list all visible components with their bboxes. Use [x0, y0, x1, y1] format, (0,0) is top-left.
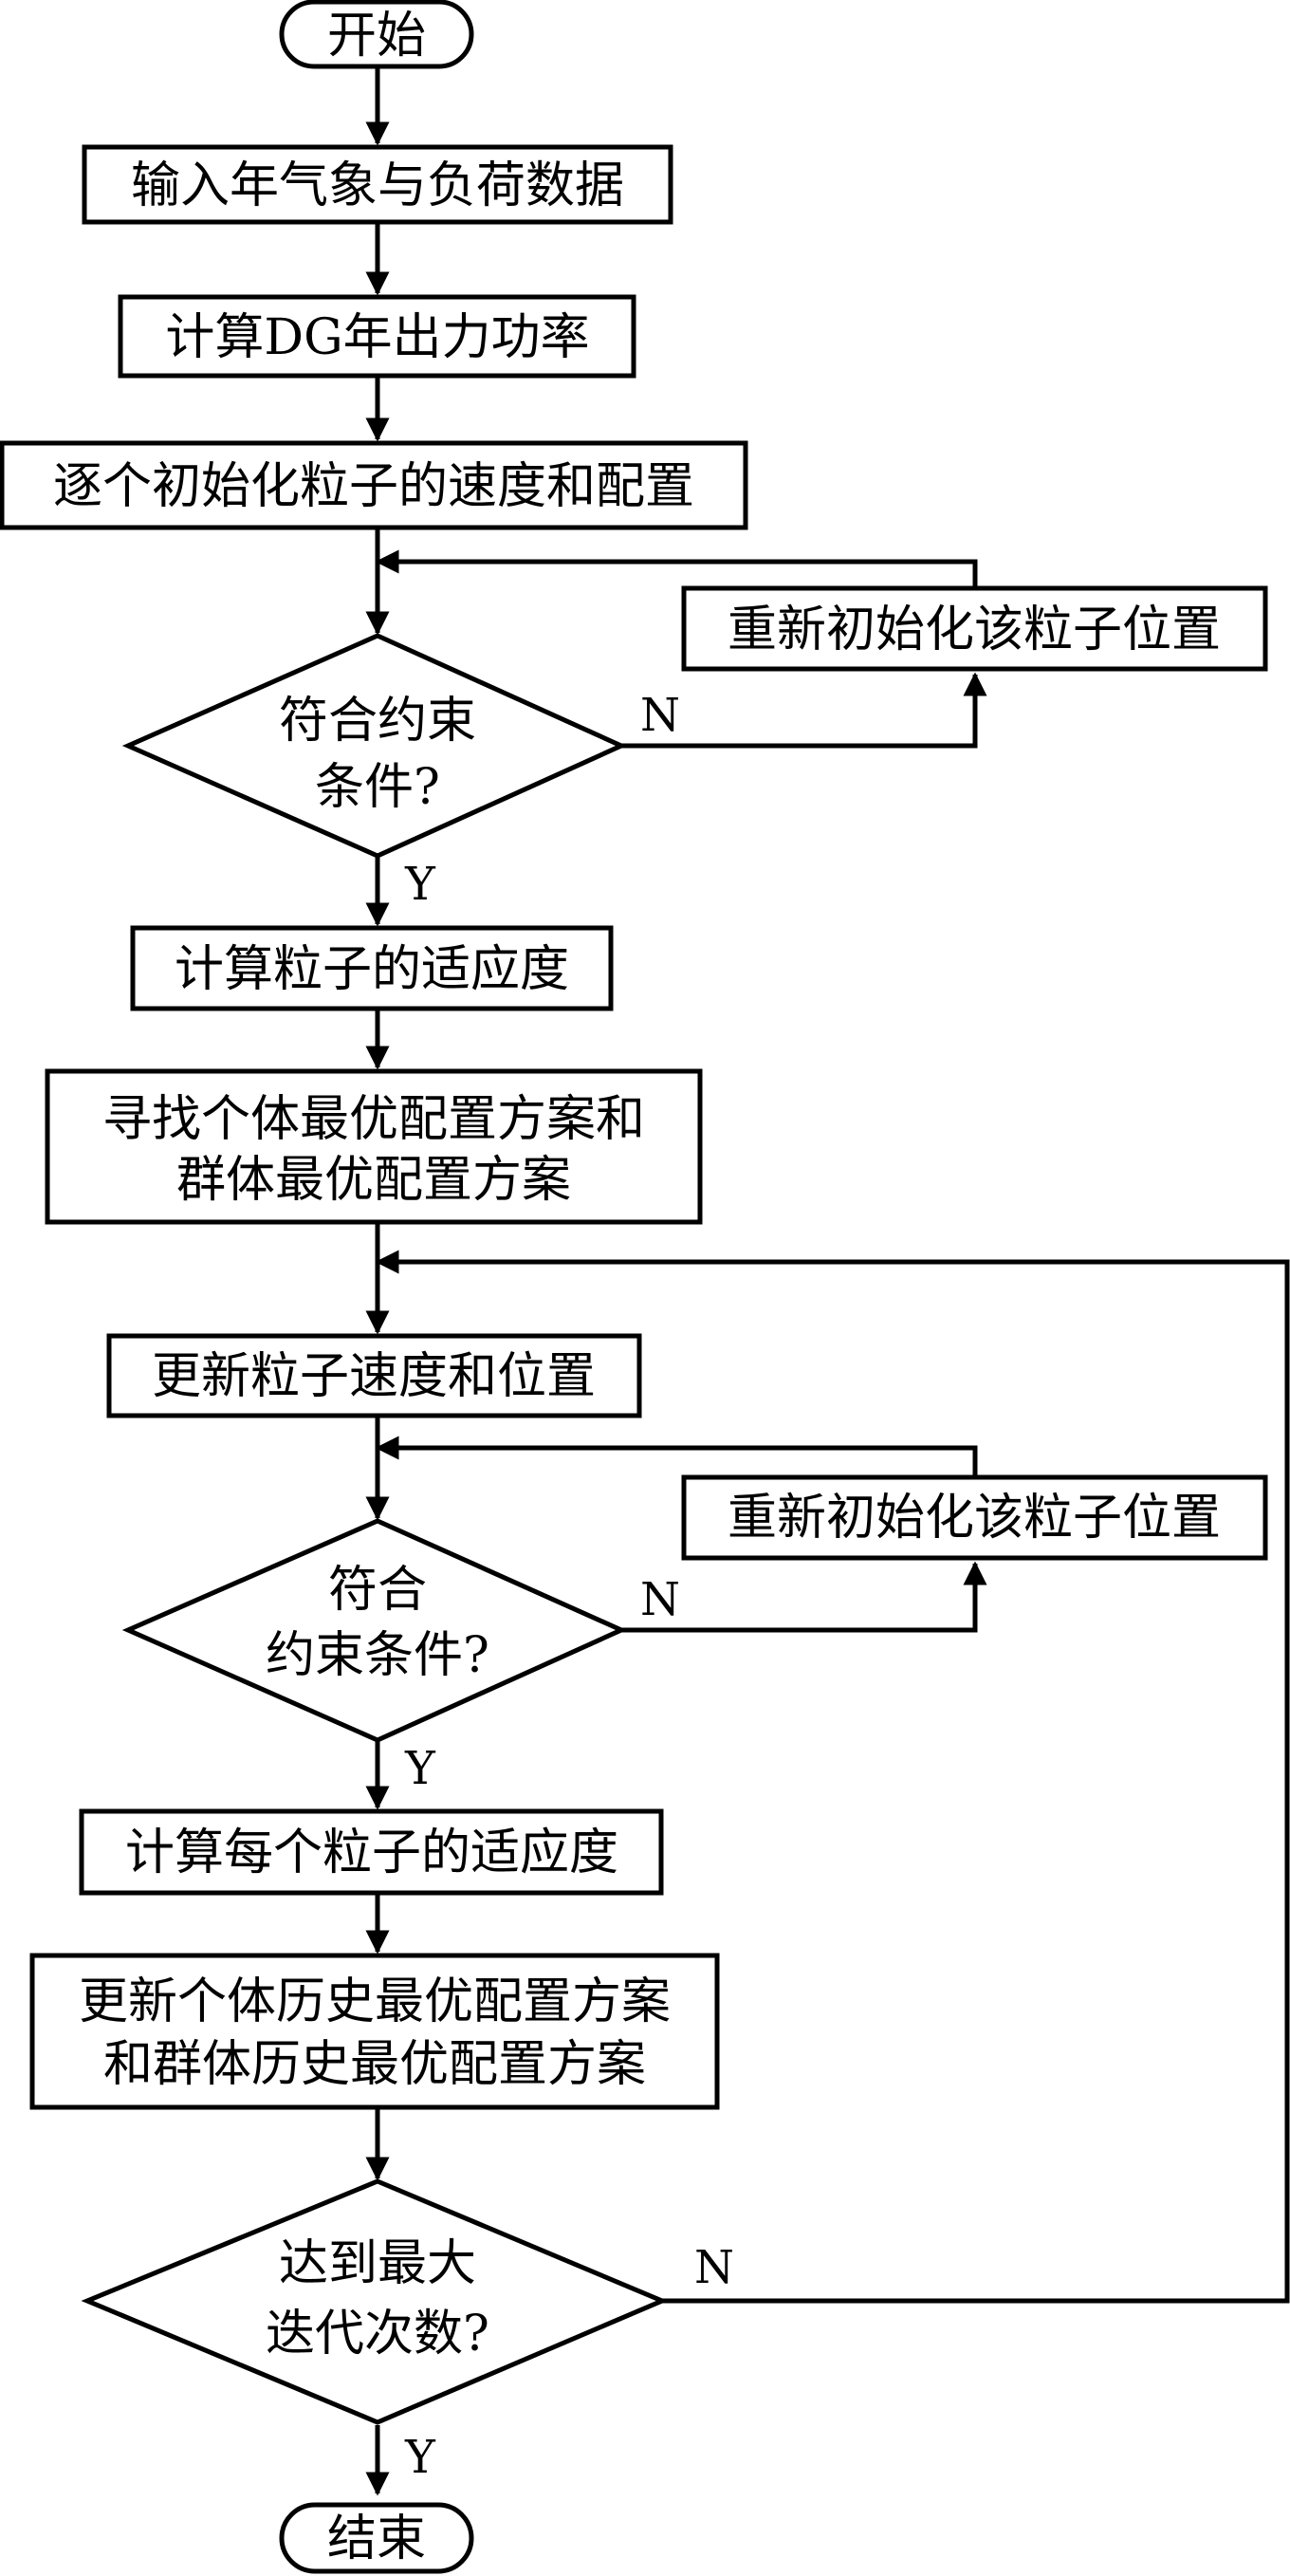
- update-particles-label: 更新粒子速度和位置: [152, 1348, 596, 1405]
- start-shape: [279, 0, 474, 69]
- update-best-node: 更新个体历史最优配置方案 和群体历史最优配置方案: [29, 1953, 720, 2110]
- init-particles-node: 逐个初始化粒子的速度和配置: [0, 440, 748, 530]
- end-shape: [279, 2502, 474, 2574]
- input-data-label: 输入年气象与负荷数据: [131, 158, 624, 214]
- edge-reinit2-loop-back: [375, 1436, 978, 1477]
- find-best-box: [45, 1068, 703, 1225]
- reinit-1-node: 重新初始化该粒子位置: [681, 585, 1268, 672]
- check-2-yes-label: Y: [404, 1742, 436, 1795]
- check-1-no-label: N: [640, 689, 680, 742]
- reinit-2-box: [681, 1474, 1268, 1561]
- edge-check2-no-to-reinit2: [621, 1561, 987, 1633]
- reinit-2-label: 重新初始化该粒子位置: [728, 1490, 1221, 1547]
- calc-fitness-1-box: [130, 925, 614, 1011]
- check-1-label-line2: 条件?: [315, 759, 440, 816]
- check-1-diamond: [121, 633, 628, 859]
- check-iter-no-label: N: [694, 2241, 734, 2294]
- check-2-no-label: N: [640, 1573, 680, 1626]
- update-particles-box: [106, 1333, 642, 1418]
- init-particles-box: [0, 440, 748, 530]
- find-best-node: 寻找个体最优配置方案和 群体最优配置方案: [45, 1068, 703, 1225]
- edge-check-iter-no-loop-back: [375, 1250, 1290, 2304]
- start-label: 开始: [327, 8, 426, 65]
- calc-fitness-1-node: 计算粒子的适应度: [130, 925, 614, 1011]
- input-data-box: [82, 144, 673, 225]
- check-iter-yes-label: Y: [404, 2431, 436, 2484]
- calc-dg-label: 计算DG年出力功率: [165, 309, 589, 366]
- check-1-label-line1: 符合约束: [279, 693, 476, 750]
- check-2-node: 符合 约束条件?: [121, 1518, 628, 1743]
- calc-fitness-2-label: 计算每个粒子的适应度: [125, 1825, 618, 1881]
- connectors: [365, 66, 1290, 2496]
- update-best-label-line1: 更新个体历史最优配置方案: [79, 1974, 671, 2030]
- calc-dg-node: 计算DG年出力功率: [118, 294, 636, 379]
- init-particles-label: 逐个初始化粒子的速度和配置: [53, 458, 694, 515]
- end-node: 结束: [279, 2502, 474, 2574]
- update-best-box: [29, 1953, 720, 2110]
- calc-fitness-1-label: 计算粒子的适应度: [175, 941, 569, 998]
- end-label: 结束: [327, 2511, 426, 2567]
- check-2-label-line1: 符合: [328, 1562, 427, 1619]
- update-particles-node: 更新粒子速度和位置: [106, 1333, 642, 1418]
- check-iter-node: 达到最大 迭代次数?: [81, 2178, 669, 2425]
- edge-reinit1-loop-back: [375, 549, 978, 588]
- start-node: 开始: [279, 0, 474, 69]
- edge-check1-no-to-reinit1: [621, 672, 987, 749]
- calc-fitness-2-box: [79, 1808, 664, 1896]
- find-best-label-line2: 群体最优配置方案: [176, 1152, 571, 1209]
- reinit-2-node: 重新初始化该粒子位置: [681, 1474, 1268, 1561]
- update-best-label-line2: 和群体历史最优配置方案: [103, 2036, 646, 2093]
- reinit-1-label: 重新初始化该粒子位置: [728, 602, 1221, 658]
- calc-fitness-2-node: 计算每个粒子的适应度: [79, 1808, 664, 1896]
- check-2-diamond: [121, 1518, 628, 1743]
- check-2-label-line2: 约束条件?: [266, 1627, 489, 1684]
- calc-dg-box: [118, 294, 636, 379]
- check-iter-label-line2: 迭代次数?: [266, 2306, 489, 2363]
- reinit-1-box: [681, 585, 1268, 672]
- input-data-node: 输入年气象与负荷数据: [82, 144, 673, 225]
- check-iter-diamond: [81, 2178, 669, 2425]
- find-best-label-line1: 寻找个体最优配置方案和: [102, 1091, 645, 1148]
- check-iter-label-line1: 达到最大: [279, 2235, 476, 2292]
- check-1-yes-label: Y: [404, 858, 436, 911]
- check-1-node: 符合约束 条件?: [121, 633, 628, 859]
